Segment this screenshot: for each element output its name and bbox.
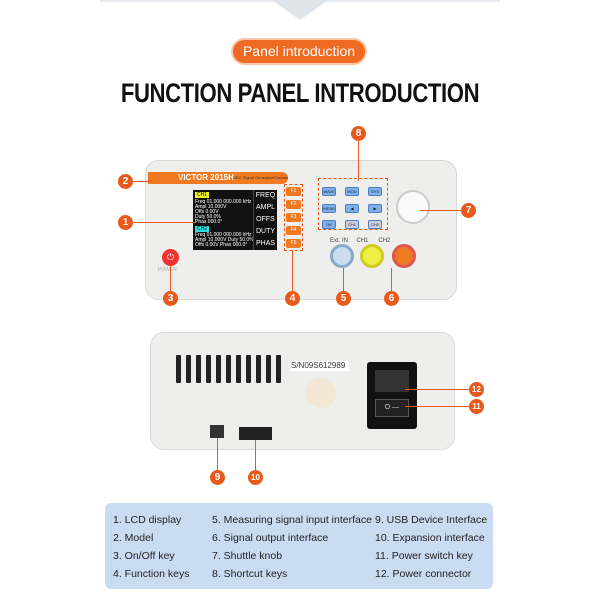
f4-key[interactable]: F4 (286, 226, 301, 235)
sys-key[interactable]: SYS (368, 187, 382, 196)
function-keys-group (284, 184, 303, 251)
page-title: FUNCTION PANEL INTRODUCTION (120, 78, 480, 108)
power-connector[interactable] (375, 370, 409, 392)
f5-key[interactable]: F5 (286, 239, 301, 248)
legend-item: 5. Measuring signal input interface (212, 514, 372, 526)
shortcut-keys-group (318, 178, 388, 230)
mod-key[interactable]: MOD (345, 187, 359, 196)
ch2-key[interactable]: CH2 (368, 220, 382, 229)
legend-item: 11. Power switch key (375, 550, 473, 562)
f2-key[interactable]: F2 (286, 200, 301, 209)
legend-item: 3. On/Off key (113, 550, 175, 562)
right-key[interactable]: ▶ (368, 204, 382, 213)
model-label: VICTOR 2015H (148, 172, 288, 184)
legend-box: 1. LCD display 2. Model 3. On/Off key 4.… (105, 503, 493, 589)
callout-12: 12 (469, 382, 484, 397)
legend-item: 9. USB Device Interface (375, 514, 488, 526)
ext-in-port[interactable] (330, 244, 354, 268)
serial-label: S/N09S612989 (291, 361, 349, 371)
legend-item: 1. LCD display (113, 514, 182, 526)
ch1-key[interactable]: CH1 (345, 220, 359, 229)
callout-10: 10 (248, 470, 263, 485)
callout-8: 8 (351, 126, 366, 141)
certification-sticker (306, 378, 336, 408)
legend-item: 10. Expansion interface (375, 532, 485, 544)
legend-item: 12. Power connector (375, 568, 472, 580)
meas-key[interactable]: MEAS (322, 204, 336, 213)
model-subtitle: DDC Signal Generator/Counter (233, 175, 289, 180)
ch2-output-port[interactable] (392, 244, 416, 268)
callout-2: 2 (118, 174, 133, 189)
callout-7: 7 (461, 203, 476, 218)
callout-1: 1 (118, 215, 133, 230)
expansion-port[interactable] (239, 427, 272, 440)
lcd-ch2: CH2 (195, 226, 210, 232)
legend-item: 7. Shuttle knob (212, 550, 283, 562)
usb-port[interactable] (210, 425, 224, 438)
power-switch[interactable]: O — (375, 399, 409, 417)
power-button[interactable]: ⏻ (162, 249, 179, 266)
legend-item: 4. Function keys (113, 568, 190, 580)
callout-6: 6 (384, 291, 399, 306)
ok-key[interactable]: OK (322, 220, 336, 229)
chevron-down-icon (272, 0, 328, 20)
legend-item: 6. Signal output interface (212, 532, 329, 544)
shuttle-knob[interactable] (396, 190, 430, 224)
lcd-ch1: CH1 (195, 192, 210, 198)
power-label: POWER (158, 267, 177, 273)
ch1-output-port[interactable] (360, 244, 384, 268)
f3-key[interactable]: F3 (286, 213, 301, 222)
port-labels: Ext. IN CH1 CH2 (330, 238, 391, 244)
left-key[interactable]: ◀ (345, 204, 359, 213)
callout-5: 5 (336, 291, 351, 306)
callout-3: 3 (163, 291, 178, 306)
legend-item: 2. Model (113, 532, 154, 544)
f1-key[interactable]: F1 (286, 187, 301, 196)
callout-4: 4 (285, 291, 300, 306)
wave-key[interactable]: WAVE (322, 187, 336, 196)
callout-9: 9 (210, 470, 225, 485)
legend-item: 8. Shortcut keys (212, 568, 288, 580)
callout-11: 11 (469, 399, 484, 414)
section-badge: Panel introduction (233, 40, 365, 63)
